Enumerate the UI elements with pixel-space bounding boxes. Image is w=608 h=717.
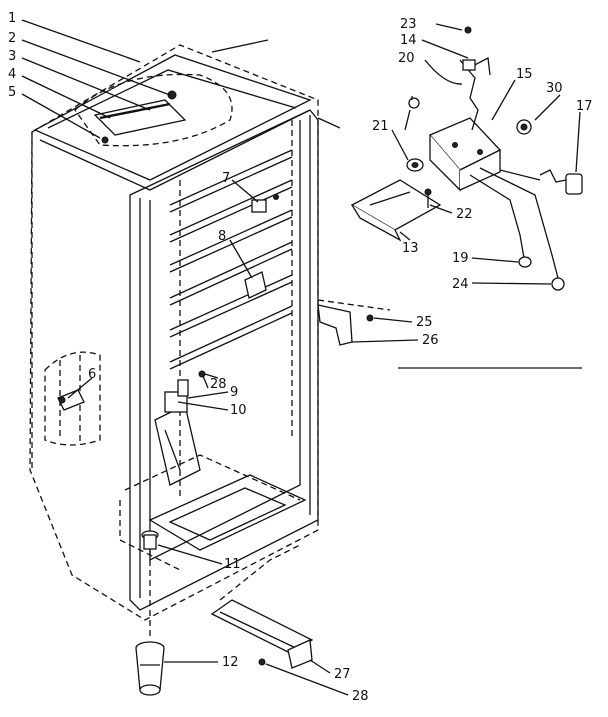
callout-12: 12 xyxy=(222,655,239,670)
callout-5: 5 xyxy=(8,85,16,100)
thermostat-bracket xyxy=(164,370,219,413)
screw-22 xyxy=(424,188,432,208)
wire-harness-14 xyxy=(424,26,491,131)
shelf-clip xyxy=(251,194,279,213)
callout-4: 4 xyxy=(8,67,16,82)
callout-27: 27 xyxy=(334,667,351,682)
wire-lead-24 xyxy=(479,167,565,291)
callout-28-mid: 28 xyxy=(210,377,227,392)
hinge-part-6 xyxy=(57,389,85,411)
top-accent-line xyxy=(211,39,269,53)
callout-9: 9 xyxy=(230,385,238,400)
callout-1: 1 xyxy=(8,11,16,26)
callout-19: 19 xyxy=(452,251,469,266)
callout-14: 14 xyxy=(400,33,417,48)
leader-lines xyxy=(21,19,581,696)
top-control-housing xyxy=(74,73,233,147)
callout-3: 3 xyxy=(8,49,16,64)
callout-26: 26 xyxy=(422,333,439,348)
callout-11: 11 xyxy=(224,557,241,572)
callout-6: 6 xyxy=(88,367,96,382)
callout-30: 30 xyxy=(546,81,563,96)
callout-17: 17 xyxy=(576,99,593,114)
light-shield-13 xyxy=(350,179,442,242)
callout-28-bottom: 28 xyxy=(352,689,369,704)
callout-24: 24 xyxy=(452,277,469,292)
evaporator-cover-26 xyxy=(317,299,391,346)
callout-7: 7 xyxy=(222,171,230,186)
callout-20: 20 xyxy=(398,51,415,66)
toe-grille-bracket xyxy=(210,544,314,669)
callout-8: 8 xyxy=(218,229,226,244)
callout-22: 22 xyxy=(456,207,473,222)
wire-lead-19 xyxy=(469,174,532,268)
vent-accent-line xyxy=(317,117,341,129)
switch-30 xyxy=(516,119,532,135)
callout-13: 13 xyxy=(402,241,419,256)
roller-12 xyxy=(135,641,165,696)
cabinet-liner xyxy=(29,44,319,621)
sensor-17 xyxy=(539,169,583,195)
shelf-bracket xyxy=(244,271,267,299)
callout-10: 10 xyxy=(230,403,247,418)
callout-23: 23 xyxy=(400,17,417,32)
callout-labels: 1 2 3 4 5 6 7 8 9 10 11 12 13 14 15 17 1… xyxy=(8,11,593,704)
callout-25: 25 xyxy=(416,315,433,330)
callout-21: 21 xyxy=(372,119,389,134)
leveling-leg-11 xyxy=(141,530,159,640)
callout-15: 15 xyxy=(516,67,533,82)
callout-2: 2 xyxy=(8,31,16,46)
socket-21 xyxy=(406,158,424,172)
control-box-15 xyxy=(428,117,502,192)
bulb-20 xyxy=(404,97,420,131)
